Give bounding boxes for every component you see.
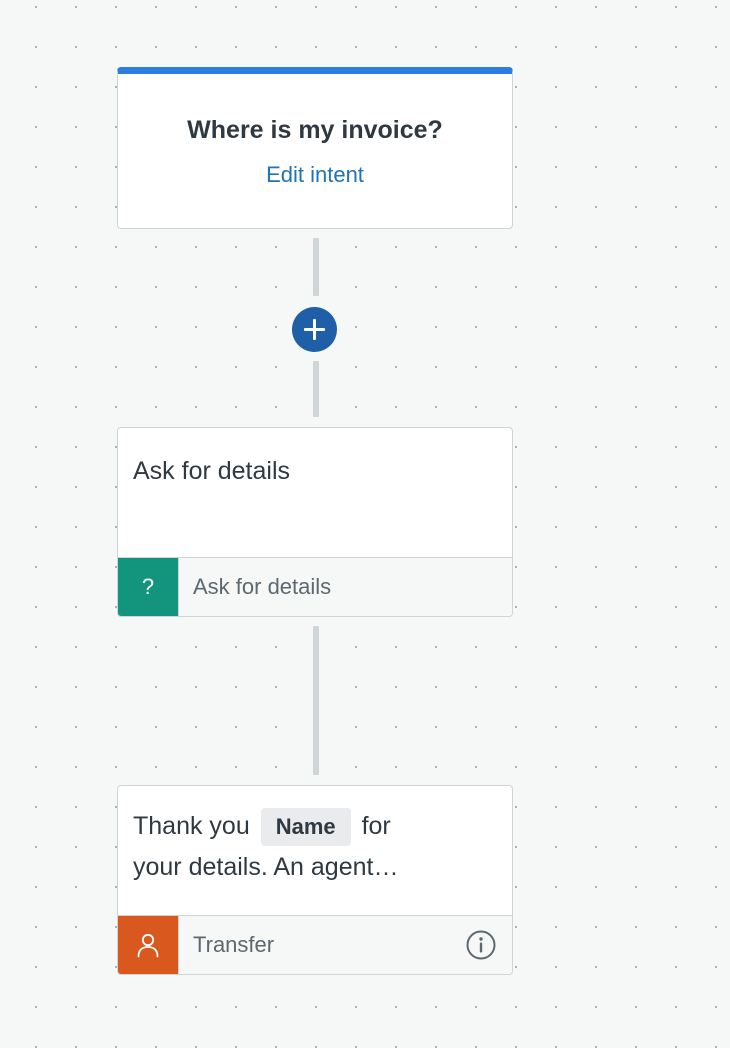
step-body: Ask for details — [118, 428, 512, 492]
connector-line — [313, 361, 319, 417]
connector-line — [313, 238, 319, 296]
edit-intent-link[interactable]: Edit intent — [266, 162, 364, 187]
step-text-suffix: for — [361, 812, 391, 840]
trigger-card[interactable]: Where is my invoice? Edit intent — [117, 67, 513, 229]
step-footer: ? Ask for details — [118, 557, 512, 616]
step-card-transfer[interactable]: Thank you Name for your details. An agen… — [117, 785, 513, 975]
step-text-line2: your details. An agent… — [133, 853, 399, 881]
info-icon[interactable] — [466, 930, 496, 960]
connector-line — [313, 626, 319, 775]
step-text: Ask for details — [133, 457, 291, 485]
question-icon: ? — [118, 558, 179, 616]
person-icon — [118, 916, 179, 974]
question-glyph: ? — [141, 574, 155, 599]
step-body: Thank you Name for your details. An agen… — [118, 786, 512, 888]
step-card-ask-for-details[interactable]: Ask for details ? Ask for details — [117, 427, 513, 617]
trigger-title: Where is my invoice? — [187, 116, 443, 144]
step-type-label: Ask for details — [193, 574, 332, 599]
step-footer: Transfer — [118, 915, 512, 974]
step-type-label: Transfer — [193, 932, 275, 957]
add-step-button[interactable] — [292, 307, 337, 352]
variable-chip-name: Name — [260, 808, 351, 847]
step-text-prefix: Thank you — [133, 812, 250, 840]
